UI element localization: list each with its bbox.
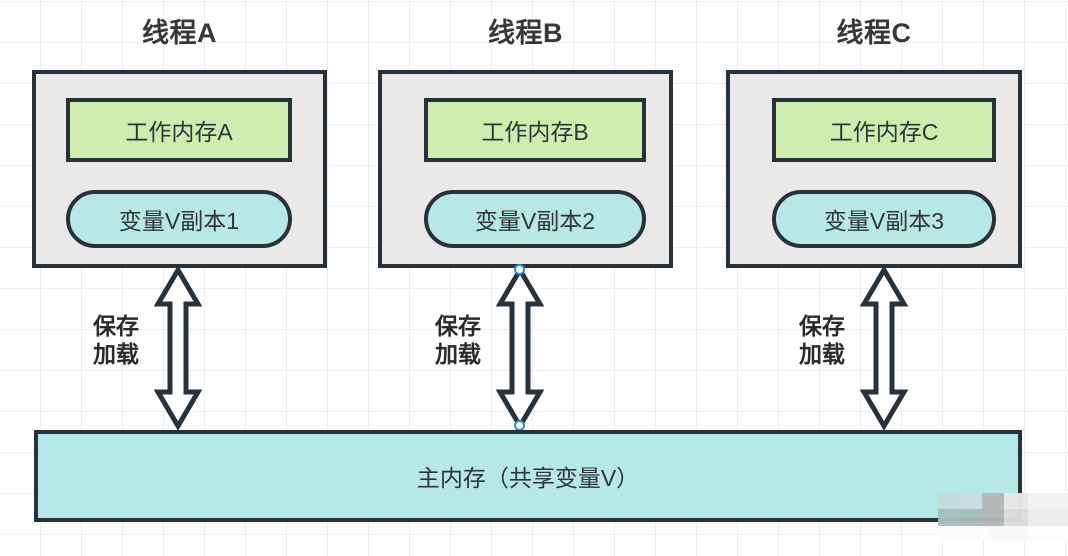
thread-title-a: 线程A <box>142 18 217 48</box>
watermark-block <box>938 509 960 526</box>
watermark-block <box>960 509 982 526</box>
working-memory-a[interactable]: 工作内存A <box>66 98 292 162</box>
arrow-b-source-handle[interactable] <box>514 264 525 275</box>
save-load-label-a: 保存 加载 <box>78 312 154 368</box>
thread-title-c: 线程C <box>836 18 912 48</box>
main-memory-bar[interactable]: 主内存（共享变量V） <box>34 430 1022 522</box>
load-label-a: 加载 <box>93 341 139 368</box>
watermark-block <box>1004 509 1028 526</box>
watermark-block <box>1028 526 1068 540</box>
working-memory-b[interactable]: 工作内存B <box>424 98 646 162</box>
watermark-block <box>988 526 1028 540</box>
watermark-block <box>1028 509 1068 526</box>
blurred-watermark <box>938 493 1068 540</box>
save-load-arrow-c[interactable] <box>859 265 909 431</box>
variable-copy-a[interactable]: 变量V副本1 <box>66 190 292 248</box>
variable-copy-b[interactable]: 变量V副本2 <box>424 190 646 248</box>
watermark-block <box>938 493 960 509</box>
watermark-block <box>938 526 988 540</box>
thread-title-b: 线程B <box>488 18 563 48</box>
watermark-block <box>982 493 1004 509</box>
save-label-c: 保存 <box>799 313 845 339</box>
watermark-block <box>982 509 1004 526</box>
save-label-b: 保存 <box>435 313 481 339</box>
working-memory-c[interactable]: 工作内存C <box>772 98 996 162</box>
load-label-c: 加载 <box>799 341 845 368</box>
save-load-arrow-a[interactable] <box>153 265 203 431</box>
watermark-block <box>960 493 982 509</box>
variable-copy-c[interactable]: 变量V副本3 <box>772 190 996 248</box>
save-label-a: 保存 <box>93 313 139 339</box>
watermark-block <box>1004 493 1028 509</box>
watermark-block <box>1028 493 1068 509</box>
save-load-label-c: 保存 加载 <box>784 312 860 368</box>
load-label-b: 加载 <box>435 341 481 368</box>
save-load-arrow-b[interactable] <box>495 265 545 431</box>
save-load-label-b: 保存 加载 <box>420 312 496 368</box>
